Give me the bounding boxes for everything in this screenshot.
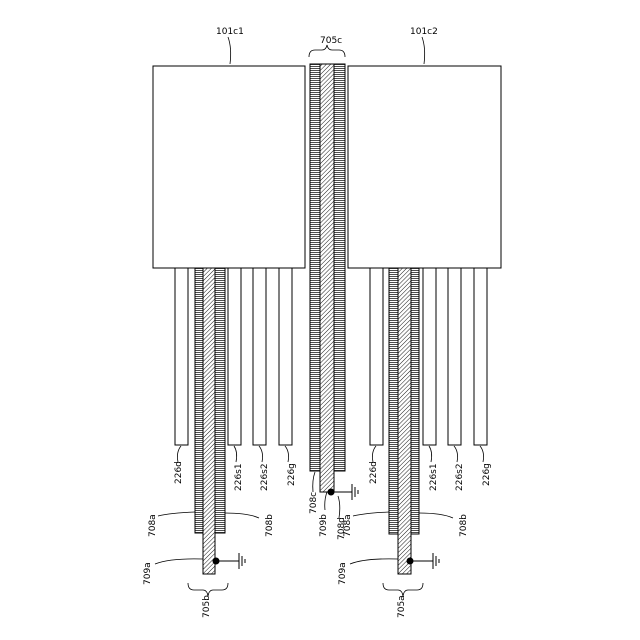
label-right-709a: 709a bbox=[338, 562, 348, 585]
connection-dot-icon bbox=[328, 489, 335, 496]
label-brace-right: 705a bbox=[397, 595, 407, 618]
lead-left-226g bbox=[279, 268, 292, 445]
lead-right-226g bbox=[474, 268, 487, 445]
lead-left-226s2 bbox=[253, 268, 266, 445]
label-left-708a: 708a bbox=[148, 514, 158, 537]
label-left-226d: 226d bbox=[174, 461, 184, 484]
module-leader-left bbox=[228, 37, 231, 64]
brace-left bbox=[188, 583, 228, 596]
module-label-left: 101c1 bbox=[216, 27, 244, 37]
lead-left-226s1 bbox=[228, 268, 241, 445]
connection-dot-icon bbox=[407, 558, 414, 565]
lead-right-226s1 bbox=[423, 268, 436, 445]
label-left-226s1: 226s1 bbox=[234, 463, 244, 491]
brace-right bbox=[383, 583, 423, 596]
label-center-708c: 708c bbox=[309, 492, 319, 514]
label-brace-left: 705b bbox=[202, 595, 212, 618]
label-left-226s2: 226s2 bbox=[260, 463, 270, 491]
label-right-226s1: 226s1 bbox=[429, 463, 439, 491]
connection-dot-icon bbox=[213, 558, 220, 565]
module-label-right: 101c2 bbox=[410, 27, 438, 37]
lead-right-226d bbox=[370, 268, 383, 445]
brace-label-center: 705c bbox=[320, 36, 342, 46]
lead-right-main-inner bbox=[398, 268, 411, 574]
label-right-226s2: 226s2 bbox=[455, 463, 465, 491]
label-right-708b: 708b bbox=[459, 514, 469, 537]
ground-left bbox=[213, 553, 246, 569]
module-box-right bbox=[348, 66, 501, 268]
lead-left-main-inner bbox=[203, 268, 215, 574]
lead-right-226s2 bbox=[448, 268, 461, 445]
brace-center bbox=[309, 45, 345, 57]
label-left-226g: 226g bbox=[287, 463, 297, 486]
center-bar-inner bbox=[320, 64, 334, 492]
label-left-708b: 708b bbox=[265, 514, 275, 537]
module-box-left bbox=[153, 66, 305, 268]
label-center-708d: 708d bbox=[337, 517, 347, 540]
lead-left-226d bbox=[175, 268, 188, 445]
label-left-709a: 709a bbox=[143, 562, 153, 585]
label-right-226g: 226g bbox=[482, 463, 492, 486]
label-right-226d: 226d bbox=[369, 461, 379, 484]
label-center-709b: 709b bbox=[319, 514, 329, 537]
module-leader-right bbox=[422, 37, 425, 64]
